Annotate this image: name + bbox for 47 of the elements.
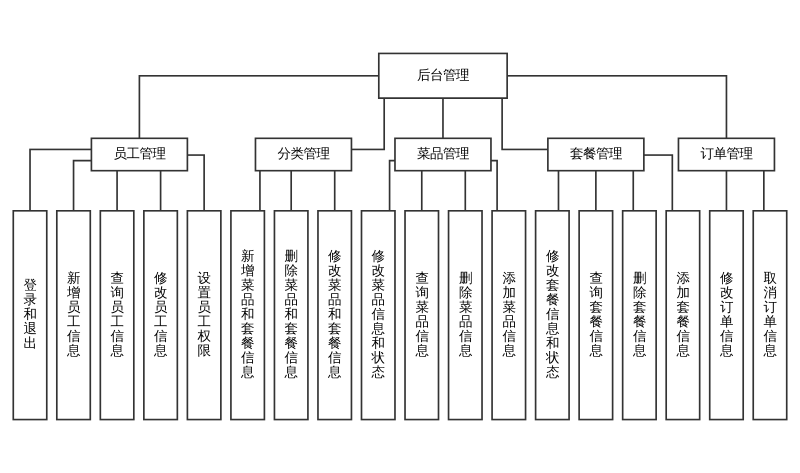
node-box: 添加套餐信息 — [665, 210, 700, 420]
connector — [160, 170, 162, 211]
connector — [259, 170, 261, 211]
connector — [420, 170, 423, 211]
node-box: 修改订单信息 — [708, 210, 744, 420]
node-box: 修改套餐信息和状态 — [534, 210, 570, 420]
connector — [388, 160, 395, 211]
connector — [644, 154, 674, 211]
connector — [491, 160, 498, 211]
node-box: 新增员工信息 — [56, 210, 92, 420]
connector — [464, 170, 466, 211]
connector — [595, 170, 597, 211]
node-box: 删除套餐信息 — [622, 210, 657, 420]
connector — [726, 170, 728, 211]
connector — [442, 98, 444, 138]
connector — [632, 170, 634, 211]
connector — [763, 170, 765, 211]
connector — [352, 98, 386, 150]
node-box: 套餐管理 — [547, 137, 645, 172]
node-box: 员工管理 — [90, 137, 188, 172]
node-box: 删除菜品和套餐信息 — [274, 210, 309, 420]
connector — [501, 98, 548, 150]
node-box: 登录和退出 — [12, 210, 48, 420]
connector — [187, 154, 205, 211]
node-box: 删除菜品信息 — [448, 210, 483, 420]
node-box: 查询套餐信息 — [578, 210, 614, 420]
node-box: 新增菜品和套餐信息 — [230, 210, 266, 420]
node-box: 分类管理 — [254, 137, 352, 172]
node-box: 查询菜品信息 — [404, 210, 440, 420]
connector — [507, 74, 728, 138]
connector — [138, 74, 379, 138]
node-box: 修改菜品信息和状态 — [360, 210, 396, 420]
node-box: 添加菜品信息 — [491, 210, 526, 420]
connector — [290, 170, 292, 211]
node-box: 设置员工权限 — [186, 210, 222, 420]
node-box: 取消订单信息 — [752, 210, 788, 420]
node-box: 菜品管理 — [394, 137, 492, 172]
node-box: 查询员工信息 — [100, 210, 135, 420]
connector — [72, 160, 92, 211]
connector — [334, 170, 336, 211]
connector — [29, 148, 92, 211]
connector — [558, 170, 560, 211]
node-box: 修改员工信息 — [143, 210, 178, 420]
node-box: 订单管理 — [678, 137, 776, 172]
connector — [116, 170, 118, 211]
node-box: 后台管理 — [378, 52, 508, 99]
node-box: 修改菜品和套餐信息 — [317, 210, 352, 420]
